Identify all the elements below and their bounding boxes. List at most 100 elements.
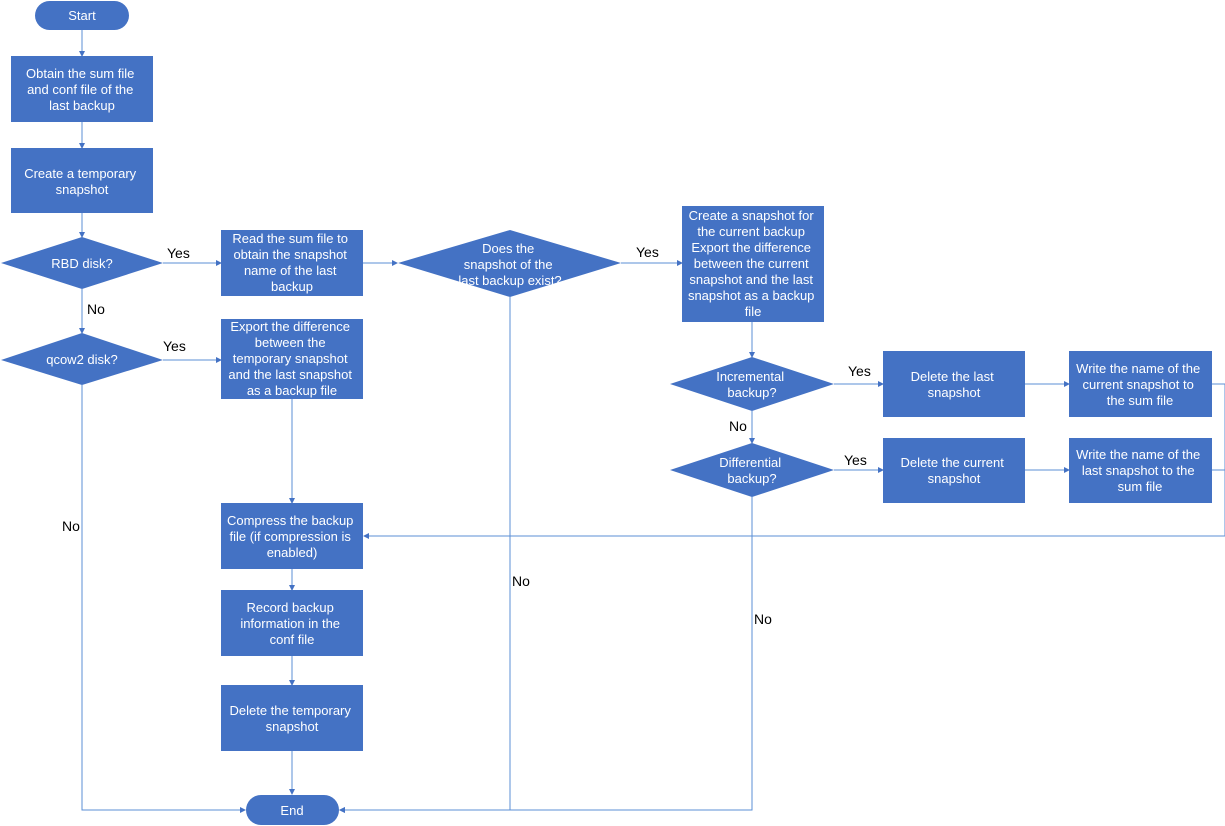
create-current-line-4: between the current (694, 256, 809, 271)
end-node: End (246, 795, 339, 825)
snapshot-exist-line-2: snapshot of the (464, 257, 553, 272)
edge-diff-no (339, 497, 753, 813)
differential-line-1: Differential (719, 455, 781, 470)
create-current-line-3: Export the difference (691, 240, 811, 255)
export-diff-line-1: Export the difference (230, 319, 350, 334)
svg-text:Delete the last snapsh: Delete the last snapshot (911, 369, 998, 400)
write-current-line-3: the sum file (1107, 393, 1173, 408)
edge-writecurrent-to-compress (363, 383, 1225, 539)
qcow2-disk-label: qcow2 disk? (46, 352, 118, 367)
incremental-line-2: backup? (727, 385, 776, 400)
create-temp-line-1: Create a temporary (24, 166, 136, 181)
svg-text:Delete the temporary s: Delete the temporary snapshot (229, 703, 354, 734)
edge-exist-no (339, 297, 511, 813)
svg-text:RBD disk?: RBD disk? (51, 256, 112, 271)
record-line-3: conf file (270, 632, 315, 647)
connectors (79, 30, 1225, 813)
delete-temp-line-1: Delete the temporary (229, 703, 351, 718)
read-sum-line-4: backup (271, 279, 313, 294)
create-current-line-7: file (745, 304, 762, 319)
snapshot-exist-line-1: Does the (482, 241, 534, 256)
obtain-files-line-3: last backup (49, 98, 115, 113)
export-diff-line-5: as a backup file (247, 383, 337, 398)
write-current-node: Write the name of the current snapshot t… (1069, 351, 1212, 417)
svg-text:Write the name of the: Write the name of the current snapshot t… (1076, 361, 1204, 408)
rbd-yes-label: Yes (167, 245, 190, 261)
obtain-files-line-1: Obtain the sum file (26, 66, 134, 81)
export-diff-line-3: temporary snapshot (233, 351, 348, 366)
compress-line-3: enabled) (267, 545, 318, 560)
svg-text:Incremental backup?: Incremental backup? (716, 369, 788, 400)
differential-decision: Differential backup? (670, 443, 834, 497)
record-node: Record backup information in the conf fi… (221, 590, 363, 656)
svg-text:Read the sum file to o: Read the sum file to obtain the snapshot… (232, 231, 351, 294)
svg-text:Write the name of the: Write the name of the last snapshot to t… (1076, 447, 1204, 494)
rbd-disk-label: RBD disk? (51, 256, 112, 271)
incr-yes-label: Yes (848, 363, 871, 379)
svg-text:Does the snapshot of t: Does the snapshot of the last backup exi… (458, 241, 561, 288)
svg-text:Create a snapshot for: Create a snapshot for the current backup… (688, 208, 818, 319)
qcow2-disk-decision: qcow2 disk? (1, 333, 163, 385)
write-current-line-1: Write the name of the (1076, 361, 1200, 376)
write-last-line-3: sum file (1118, 479, 1163, 494)
diff-no-label: No (754, 611, 772, 627)
delete-last-line-2: snapshot (928, 385, 981, 400)
delete-current-line-1: Delete the current (901, 455, 1005, 470)
obtain-files-node: Obtain the sum file and conf file of the… (11, 56, 153, 122)
create-temp-line-2: snapshot (56, 182, 109, 197)
svg-text:Record backup informat: Record backup information in the conf fi… (240, 600, 343, 647)
create-temp-node: Create a temporary snapshot (11, 148, 153, 213)
create-current-line-2: the current backup (697, 224, 805, 239)
compress-line-2: file (if compression is (230, 529, 352, 544)
differential-line-2: backup? (727, 471, 776, 486)
export-diff-line-2: between the (255, 335, 326, 350)
exist-no-label: No (512, 573, 530, 589)
read-sum-line-3: name of the last (244, 263, 337, 278)
svg-text:Export the difference: Export the difference between the tempor… (228, 319, 355, 398)
incr-no-label: No (729, 418, 747, 434)
diff-yes-label: Yes (844, 452, 867, 468)
incremental-line-1: Incremental (716, 369, 784, 384)
start-label: Start (68, 8, 96, 23)
rbd-no-label: No (87, 301, 105, 317)
read-sum-line-2: obtain the snapshot (233, 247, 347, 262)
delete-last-line-1: Delete the last (911, 369, 994, 384)
svg-text:qcow2 disk?: qcow2 disk? (46, 352, 118, 367)
delete-last-node: Delete the last snapshot (883, 351, 1025, 417)
exist-yes-label: Yes (636, 244, 659, 260)
compress-line-1: Compress the backup (227, 513, 353, 528)
delete-temp-node: Delete the temporary snapshot (221, 685, 363, 751)
snapshot-exist-decision: Does the snapshot of the last backup exi… (398, 230, 621, 297)
edge-labels: Yes No Yes No Yes No Yes No Yes No (62, 244, 871, 627)
delete-current-node: Delete the current snapshot (883, 438, 1025, 503)
write-current-line-2: current snapshot to (1083, 377, 1194, 392)
export-diff-node: Export the difference between the tempor… (221, 319, 363, 399)
incremental-decision: Incremental backup? (670, 357, 834, 411)
qcow2-no-label: No (62, 518, 80, 534)
end-label: End (280, 803, 303, 818)
write-last-line-1: Write the name of the (1076, 447, 1200, 462)
write-last-line-2: last snapshot to the (1082, 463, 1195, 478)
svg-text:Differential backup?: Differential backup? (719, 455, 785, 486)
delete-current-line-2: snapshot (928, 471, 981, 486)
svg-text:Start: Start (68, 8, 96, 23)
create-current-line-6: snapshot as a backup (688, 288, 814, 303)
svg-text:Delete the current sna: Delete the current snapshot (901, 455, 1008, 486)
delete-temp-line-2: snapshot (266, 719, 319, 734)
compress-node: Compress the backup file (if compression… (221, 503, 363, 569)
svg-text:Create a temporary sna: Create a temporary snapshot (24, 166, 140, 197)
create-current-line-5: snapshot and the last (689, 272, 813, 287)
write-last-node: Write the name of the last snapshot to t… (1069, 438, 1212, 503)
read-sum-line-1: Read the sum file to (232, 231, 348, 246)
create-current-line-1: Create a snapshot for (689, 208, 815, 223)
svg-text:End: End (280, 803, 303, 818)
obtain-files-line-2: and conf file of the (27, 82, 133, 97)
snapshot-exist-line-3: last backup exist? (458, 273, 561, 288)
create-current-node: Create a snapshot for the current backup… (682, 206, 824, 322)
start-node: Start (35, 1, 129, 30)
svg-text:Compress the backup fi: Compress the backup file (if compression… (227, 513, 357, 560)
record-line-1: Record backup (246, 600, 333, 615)
export-diff-line-4: and the last snapshot (228, 367, 352, 382)
